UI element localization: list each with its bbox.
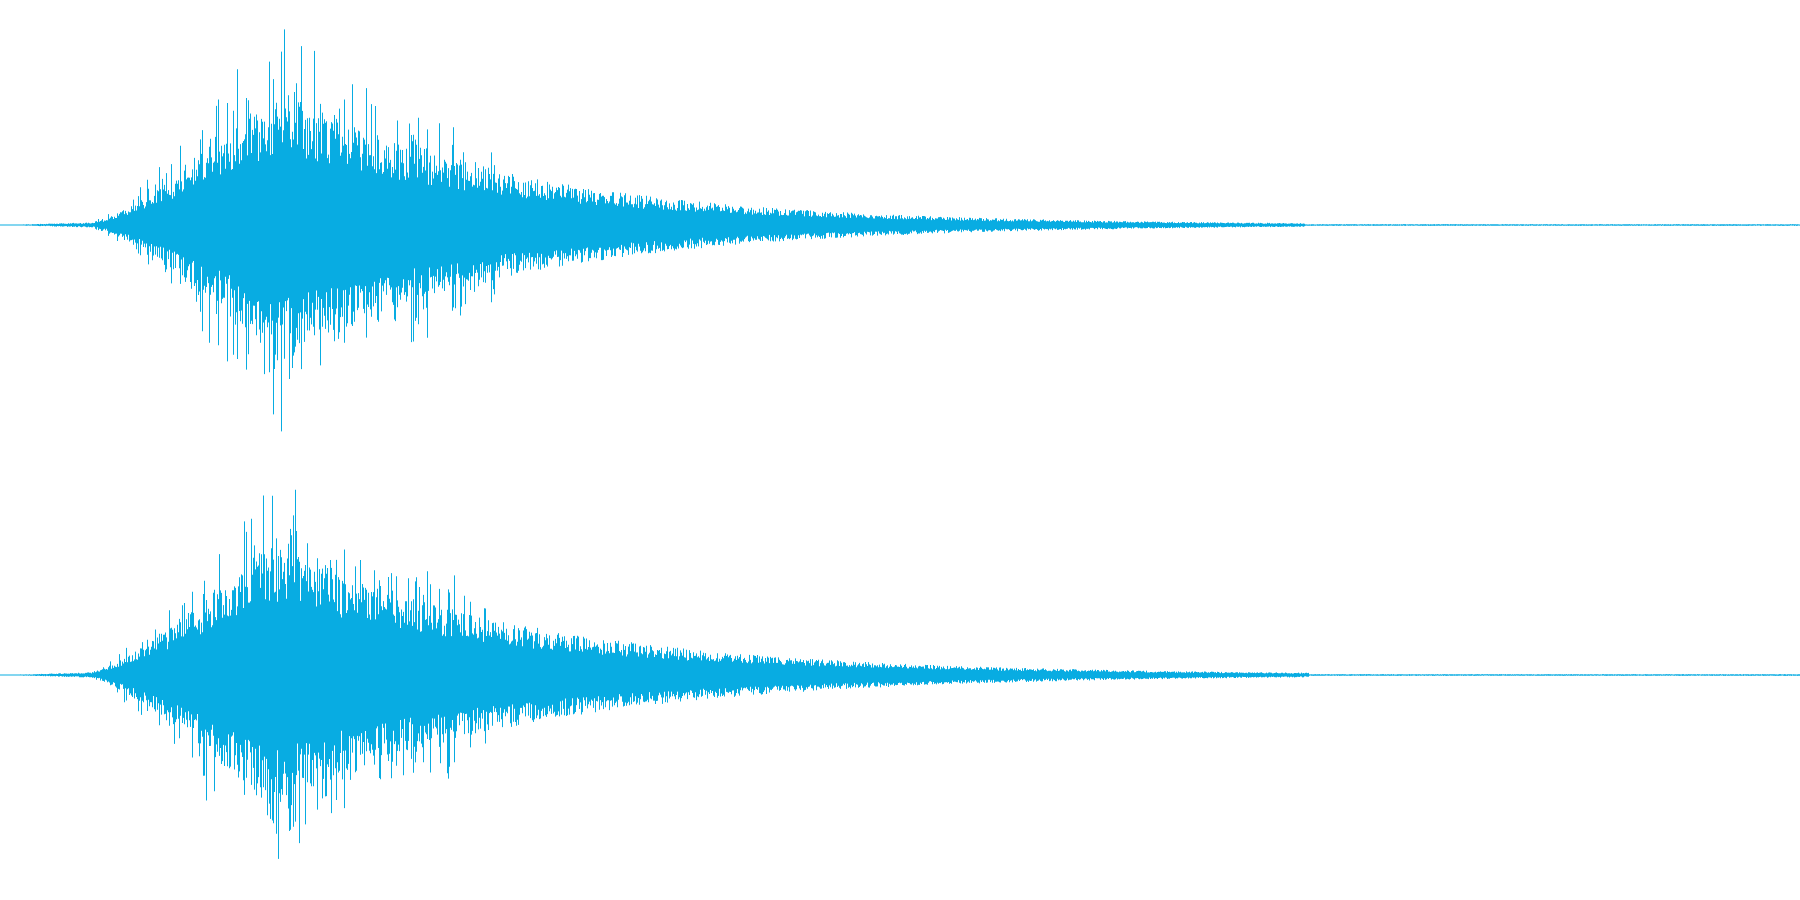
waveform-channel-2-plot xyxy=(0,489,1800,859)
waveform-channel-1[interactable] xyxy=(0,0,1800,450)
waveform-channel-2[interactable] xyxy=(0,450,1800,900)
waveform-channel-2-trace xyxy=(2,489,1800,859)
waveform-channel-1-plot xyxy=(0,29,1800,432)
waveform-channel-1-trace xyxy=(3,29,1800,432)
